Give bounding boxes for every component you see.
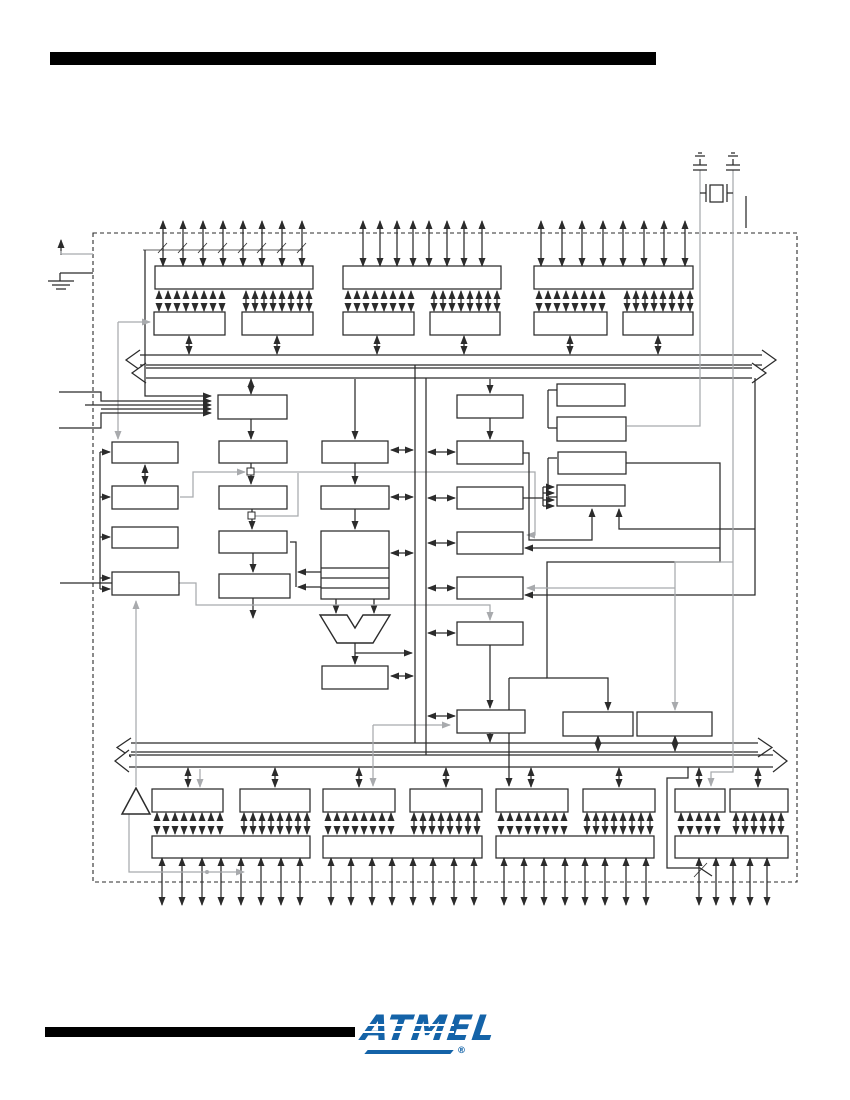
port-group-top-1-data-direction-register [241,311,314,336]
center-block-1 [321,440,389,464]
port-group-top-1-data-register [153,311,226,336]
port-group-bottom-4-drivers [674,835,789,859]
wire [144,250,212,400]
program-flash [218,485,288,510]
pin-slash-mark [217,242,228,254]
general-purpose-registers [320,530,390,600]
port-group-bottom-3-data-register [495,788,569,813]
atmel-logo: ATMEL ® [359,1009,498,1062]
wire [615,508,755,530]
oscillator-block-4 [556,484,626,507]
logo-stripe [362,1024,454,1026]
io-block-2 [456,440,524,465]
port-group-bottom-1-data-direction-register [239,788,311,813]
pin-slash-mark [157,242,168,254]
gray-wire [60,251,93,255]
data-bus-upper-2-left-arrowhead [130,362,147,384]
registered-trademark-symbol: ® [457,1046,466,1056]
gray-wire [707,170,734,787]
wire [693,862,708,878]
center-block-2 [320,485,390,510]
port-group-bottom-3-drivers [495,835,655,859]
gray-wire [179,582,494,621]
data-bus-lower-1-right-arrowhead [757,737,774,758]
pin-slash-mark [256,242,267,254]
port-group-bottom-3-data-direction-register [582,788,656,813]
status-register [321,665,389,690]
left-block-2 [111,485,179,510]
gray-wire [671,561,733,711]
wire [524,378,756,599]
oscillator-block-2 [556,416,627,442]
data-bus-lower-2-left-arrowhead [113,749,130,773]
port-group-bottom-1-data-register [151,788,224,813]
crystal [709,184,724,203]
port-group-top-3-data-register [533,311,608,336]
port-group-bottom-1-drivers [151,835,311,859]
left-block-3 [111,526,179,549]
gray-wire [254,473,299,517]
pin-slash-mark [177,242,188,254]
wire-junction-dot [205,870,209,874]
footer-rule-bar [45,1027,355,1037]
port-group-bottom-2-data-direction-register [409,788,483,813]
pin-slash-mark [296,242,307,254]
addressing-junction-square [247,511,256,520]
port-group-top-2-drivers [342,265,502,290]
gray-wire [627,170,701,427]
pin-slash-mark [237,242,248,254]
port-group-top-2-data-register [342,311,415,336]
io-block-5 [456,576,524,600]
wire [666,767,713,877]
data-bus-upper-1-right-arrowhead [761,349,778,371]
left-block-4 [111,571,180,596]
data-bus-lower-2-right-arrowhead [772,749,789,773]
instruction-decoder [218,573,291,599]
peripheral-block-1 [562,711,634,737]
wire [59,391,212,405]
io-block-7 [456,709,526,734]
port-group-top-1-drivers [154,265,314,290]
data-bus-upper-1-left-arrowhead [124,349,141,371]
program-counter [218,440,288,464]
gray-wire [254,471,536,539]
io-block-4 [456,531,524,555]
logo-stripe [362,1031,454,1033]
port-group-bottom-2-data-register [322,788,396,813]
oscillator-block-1 [556,383,626,407]
port-group-bottom-4-data-register [674,788,726,813]
port-group-top-3-drivers [533,265,694,290]
analog-buffer-triangle [120,786,152,815]
atmel-logo-wordmark: ATMEL [359,1009,499,1049]
header-rule-bar [50,52,656,65]
port-group-top-3-data-direction-register [622,311,694,336]
alu [318,614,392,644]
wire [523,452,596,541]
io-block-1 [456,394,524,419]
io-block-6 [456,621,524,646]
pin-slash-mark [276,242,287,254]
left-block-1 [111,441,179,464]
wire [59,409,212,429]
peripheral-block-2 [636,711,713,737]
port-group-bottom-2-drivers [322,835,483,859]
oscillator-block-3 [557,451,627,475]
wire [546,462,721,711]
gray-wire [180,468,246,498]
io-block-3 [456,486,524,510]
instruction-register [218,530,288,554]
port-group-bottom-4-data-direction-register [729,788,789,813]
pin-slash-mark [197,242,208,254]
mcu-control-register [217,394,288,420]
port-group-top-2-data-direction-register [429,311,501,336]
wire [290,541,297,587]
logo-swoosh [364,1050,454,1054]
addressing-junction-square [246,467,255,476]
